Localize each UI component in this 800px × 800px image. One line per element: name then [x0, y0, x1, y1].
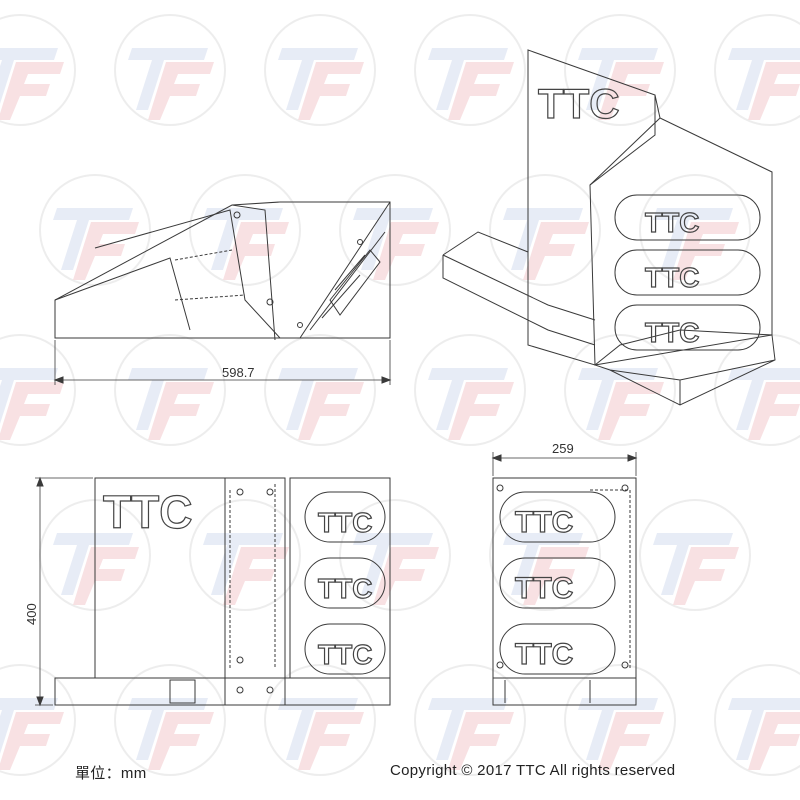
- iso-brand-label: TTC: [538, 80, 620, 127]
- isometric-view: TTC TTC TTC TTC: [442, 49, 776, 406]
- iso-holder-1: TTC: [614, 194, 761, 241]
- front-holder-3: TTC: [304, 623, 386, 675]
- svg-text:TTC: TTC: [645, 317, 699, 348]
- depth-dimension-label: 259: [552, 441, 574, 456]
- svg-text:TTC: TTC: [318, 639, 372, 670]
- svg-text:TTC: TTC: [515, 638, 573, 671]
- iso-holder-3: TTC: [614, 304, 761, 351]
- side-holder-1: TTC: [499, 491, 616, 543]
- front-view: TTC TTC TTC TTC: [35, 476, 391, 707]
- svg-text:TTC: TTC: [318, 573, 372, 604]
- side-holder-3: TTC: [499, 623, 616, 675]
- height-dimension-label: 400: [24, 603, 39, 625]
- svg-text:TTC: TTC: [515, 572, 573, 605]
- svg-text:TTC: TTC: [645, 262, 699, 293]
- svg-text:TTC: TTC: [645, 207, 699, 238]
- unit-label: 單位：mm: [75, 765, 147, 782]
- iso-holder-2: TTC: [614, 249, 761, 296]
- front-holder-2: TTC: [304, 557, 386, 609]
- right-side-view: TTC TTC TTC: [491, 452, 638, 706]
- copyright-notice: Copyright © 2017 TTC All rights reserved: [390, 762, 676, 779]
- width-dimension-label: 598.7: [222, 365, 255, 380]
- svg-text:TTC: TTC: [318, 507, 372, 538]
- front-holder-1: TTC: [304, 491, 386, 543]
- side-holder-2: TTC: [499, 557, 616, 609]
- svg-text:TTC: TTC: [515, 506, 573, 539]
- front-brand-label: TTC: [103, 486, 192, 538]
- side-view: [53, 201, 392, 385]
